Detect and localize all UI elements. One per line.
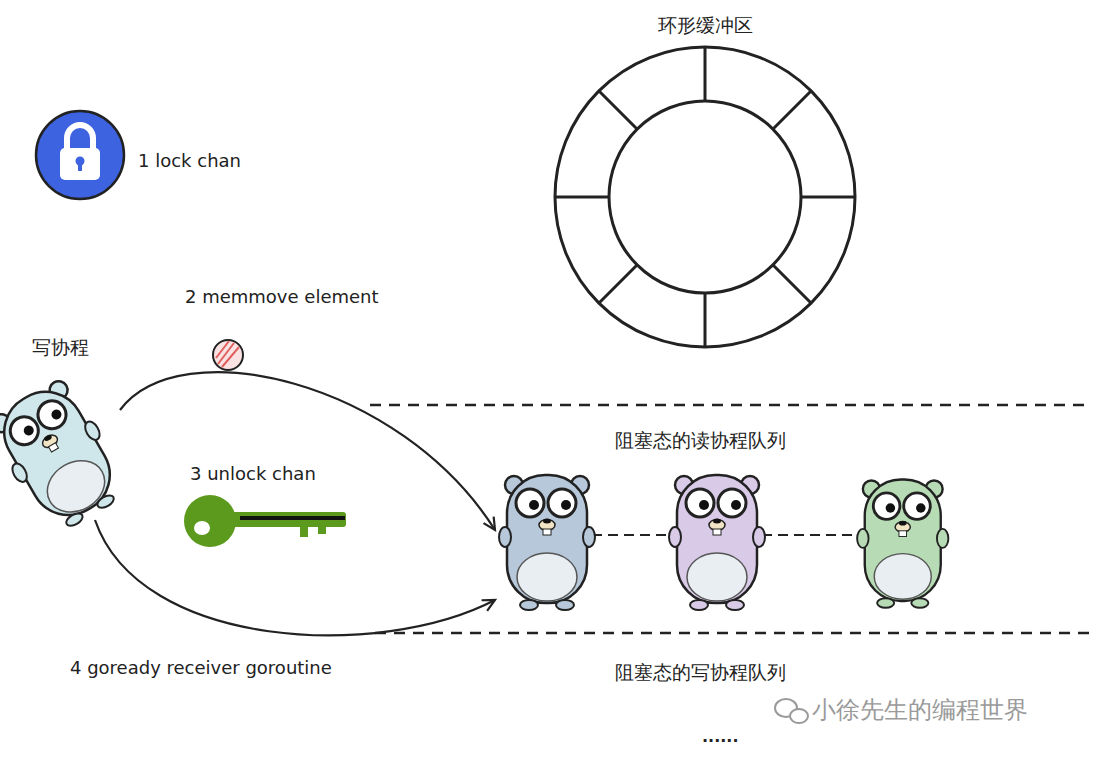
step-label: 1 lock chan xyxy=(138,150,241,172)
key-icon xyxy=(184,495,346,547)
wechat-icon xyxy=(775,699,808,723)
flow-arrow xyxy=(120,372,495,530)
step-label: 3 unlock chan xyxy=(190,463,316,485)
element-ball xyxy=(213,340,243,370)
reader-gopher xyxy=(669,475,765,610)
step-label: 2 memmove element xyxy=(185,286,379,308)
node-heading: 写协程 xyxy=(32,336,89,359)
node-heading: 阻塞态的写协程队列 xyxy=(615,661,786,684)
queue-divider xyxy=(375,632,1090,635)
writer-gopher xyxy=(0,374,134,539)
reader-queue-band: 阻塞态的读协程队列 xyxy=(495,405,1090,633)
step-label: 4 goready receiver goroutine xyxy=(70,657,332,679)
node-heading: 阻塞态的读协程队列 xyxy=(615,429,786,452)
ring-buffer-node: 环形缓冲区 xyxy=(555,8,855,358)
reader-gopher xyxy=(499,475,595,610)
lock-icon xyxy=(36,111,124,199)
reader-gopher xyxy=(857,480,948,608)
flow-arrow xyxy=(95,520,495,635)
queue-divider xyxy=(370,404,1085,407)
ellipsis: ...... xyxy=(702,727,738,746)
watermark: 小徐先生的编程世界 xyxy=(812,696,1028,725)
node-heading: 环形缓冲区 xyxy=(658,14,753,37)
ring-buffer xyxy=(555,47,855,347)
writer-goroutine: 写协程 xyxy=(0,332,120,520)
